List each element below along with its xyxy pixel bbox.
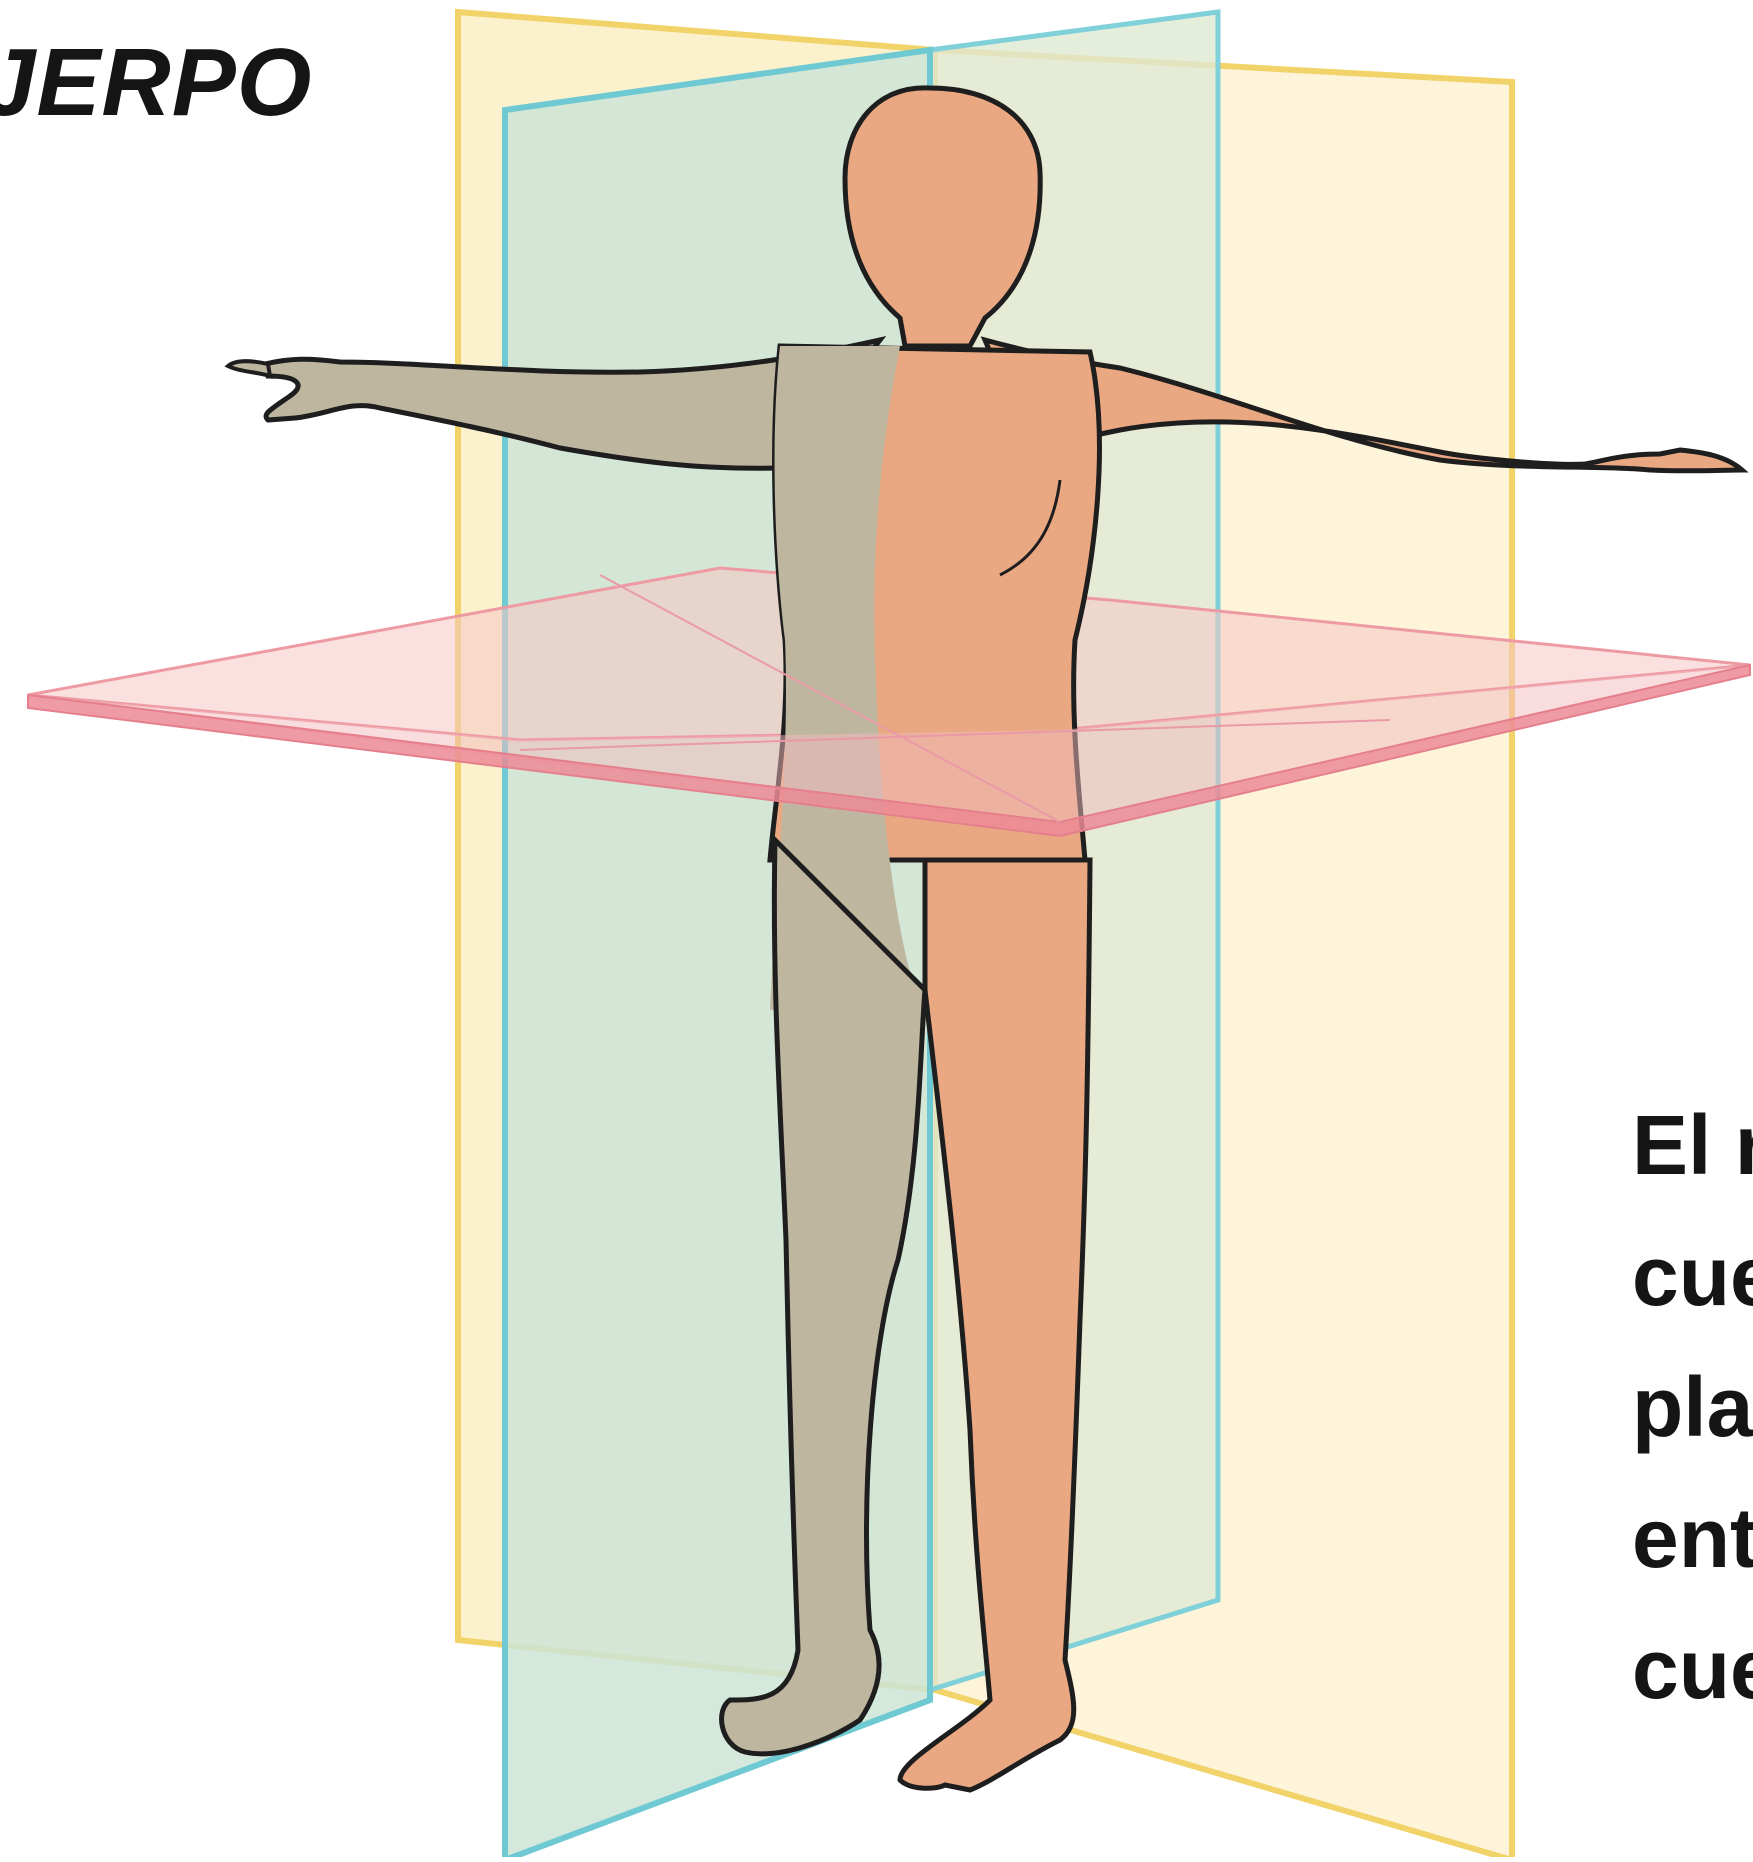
body-arm-left [261, 336, 887, 471]
body-chest-line [999, 479, 1062, 577]
body-leg-right [897, 857, 1093, 1793]
plane-intersection-line-a [519, 719, 1391, 751]
caption-line: pla [1632, 1360, 1753, 1454]
plane-intersection-line-b [599, 574, 1061, 823]
caption-line: El r [1632, 1098, 1753, 1192]
caption-block: El r cue pla ent cue [1632, 1080, 1753, 1735]
body-head [842, 85, 1043, 349]
body-arm-right [980, 336, 1749, 528]
body-leg-left [719, 834, 928, 1757]
caption-line: cue [1632, 1622, 1753, 1716]
body-hand-left [224, 359, 273, 379]
transverse-plane-front [28, 665, 1750, 822]
figure-title: JERPO [0, 29, 313, 136]
caption-line: cue [1632, 1229, 1753, 1323]
body-torso-shadow [770, 346, 920, 1010]
caption-line: ent [1632, 1491, 1753, 1585]
